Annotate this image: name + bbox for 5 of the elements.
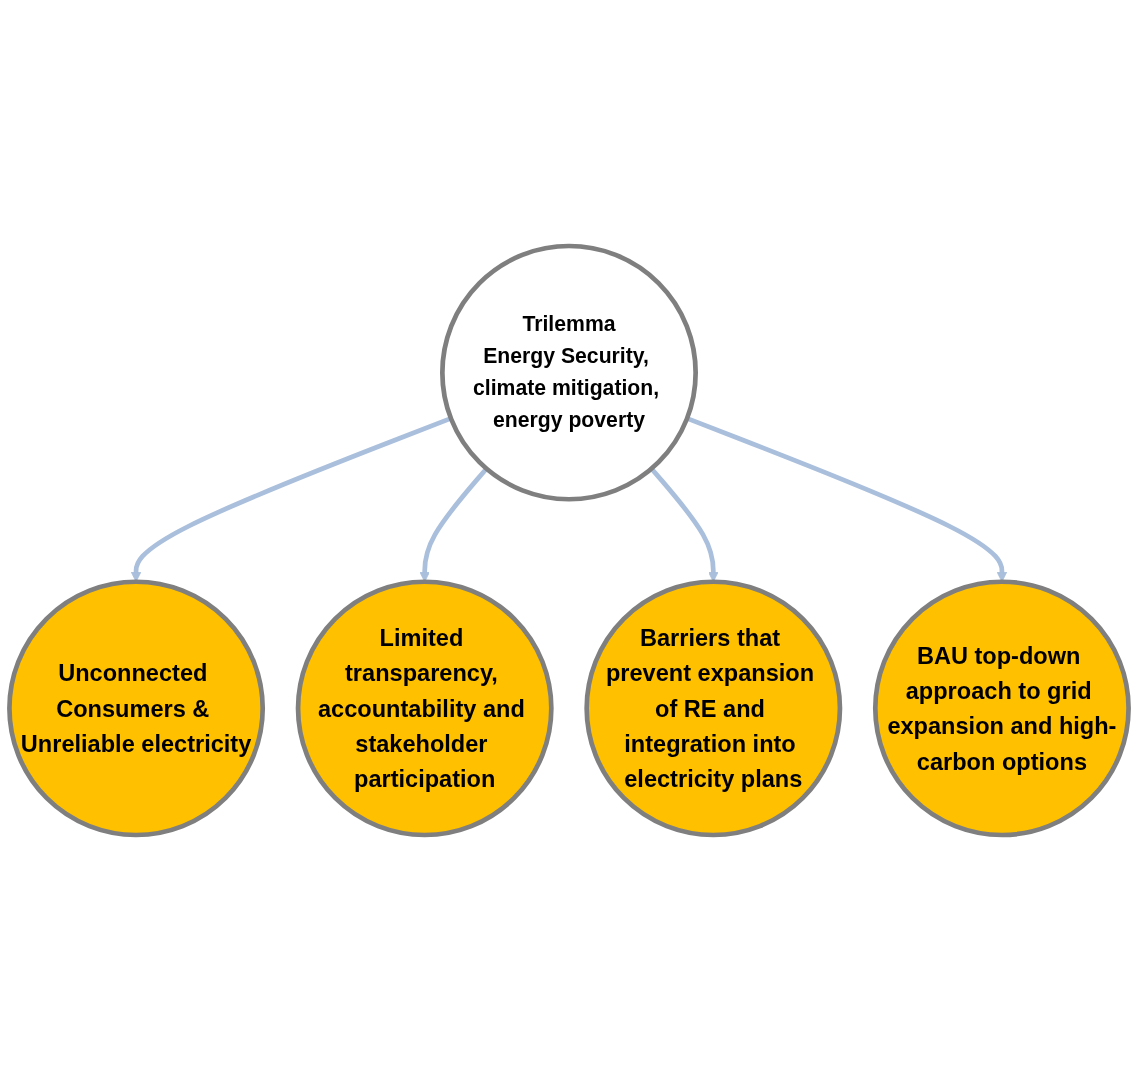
node-circle: Limited transparency, accountability and stakeholder participation — [295, 579, 554, 838]
node-circle: Trilemma Energy Security, climate mitigation, energy poverty — [440, 243, 698, 502]
node-circle: Barriers that prevent expansion of RE and integration into electricity plans — [584, 579, 843, 838]
node-circle: Unconnected Consumers & Unreliable electricity — [7, 579, 266, 838]
node-circle: BAU top-down approach to grid expansion and high-carbon options — [872, 579, 1131, 838]
